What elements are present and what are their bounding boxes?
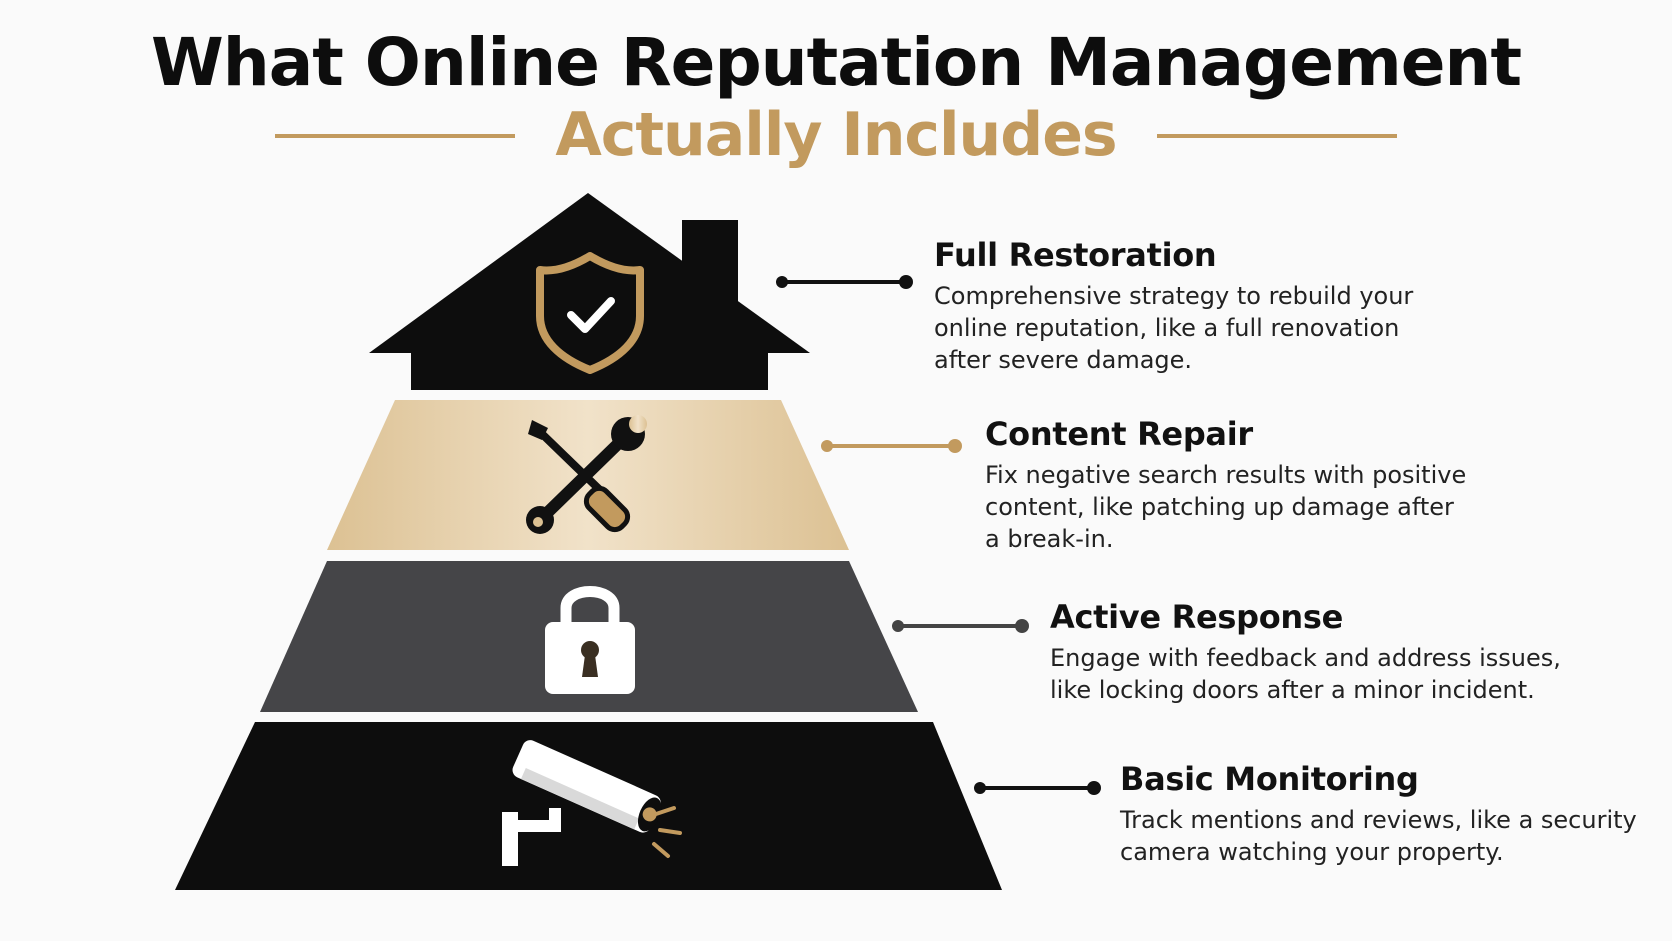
label-content-repair: Content Repair Fix negative search resul… bbox=[985, 415, 1625, 555]
connector-content-repair bbox=[821, 439, 962, 453]
title-rule-right bbox=[1157, 134, 1397, 138]
tier-description: Engage with feedback and address issues,… bbox=[1050, 644, 1561, 704]
label-full-restoration: Full Restoration Comprehensive strategy … bbox=[934, 236, 1574, 376]
page-title: What Online Reputation Management bbox=[150, 24, 1522, 101]
tier-description: Track mentions and reviews, like a secur… bbox=[1120, 806, 1637, 866]
tier-title: Active Response bbox=[1050, 598, 1344, 636]
padlock-icon bbox=[545, 586, 635, 694]
security-camera-icon bbox=[502, 740, 682, 866]
tier-description: Comprehensive strategy to rebuild your o… bbox=[934, 282, 1414, 374]
connector-basic-monitoring bbox=[974, 781, 1101, 795]
title-rule-left bbox=[275, 134, 515, 138]
label-basic-monitoring: Basic Monitoring Track mentions and revi… bbox=[1120, 760, 1672, 868]
label-active-response: Active Response Engage with feedback and… bbox=[1050, 598, 1672, 706]
connector-full-restoration bbox=[776, 275, 913, 289]
tier-title: Full Restoration bbox=[934, 236, 1217, 274]
connector-active-response bbox=[892, 619, 1029, 633]
tier-title: Content Repair bbox=[985, 415, 1253, 453]
tier-description: Fix negative search results with positiv… bbox=[985, 461, 1467, 553]
tier-house-full-restoration bbox=[369, 193, 810, 390]
shield-check-icon bbox=[536, 252, 644, 374]
page-subtitle: Actually Includes bbox=[555, 100, 1117, 170]
wrench-screwdriver-icon bbox=[526, 415, 647, 534]
tier-title: Basic Monitoring bbox=[1120, 760, 1419, 798]
